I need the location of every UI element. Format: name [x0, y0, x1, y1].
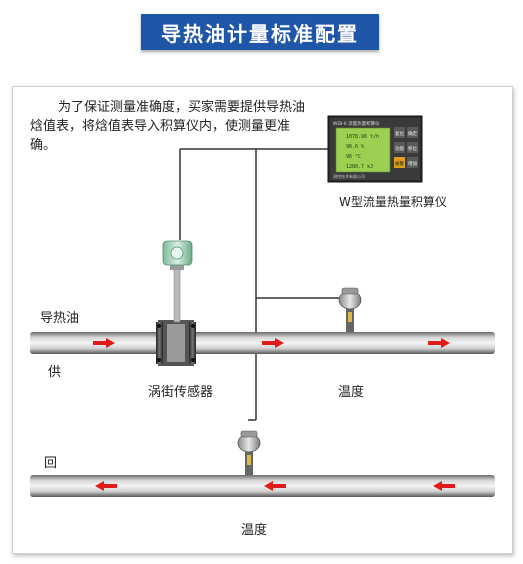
flow-arrow-right — [93, 338, 115, 348]
svg-text:增加: 增加 — [408, 160, 417, 167]
device-lcd-screen — [335, 127, 391, 173]
device-label: W型流量热量积算仪 — [339, 195, 447, 209]
supply-temperature-sensor — [338, 287, 362, 332]
device-readout-1: 1078.96 t/h — [346, 134, 379, 140]
heat-totalizer-device: WDI-6 流量热量积算仪 1078.96 t/h 96.6 % 96 °C 1… — [327, 115, 423, 183]
configuration-note: 为了保证测量准确度，买家需要提供导热油焓值表，将焓值表导入积算仪内，使测量更准确… — [30, 100, 306, 153]
flow-arrow-left — [433, 481, 455, 491]
device-key-3: 功能 — [394, 142, 405, 153]
svg-text:确定: 确定 — [408, 130, 417, 137]
flow-arrow-left — [95, 481, 117, 491]
page-title: 导热油计量标准配置 — [141, 14, 379, 50]
flow-arrow-left — [264, 481, 286, 491]
device-key-2: 确定 — [407, 127, 418, 138]
vortex-sensor-label: 涡街传感器 — [148, 385, 214, 400]
return-pipe — [30, 475, 495, 497]
device-key-5: 报警 — [394, 157, 405, 168]
flow-arrow-right — [428, 338, 450, 348]
return-flow-arrows — [95, 481, 455, 491]
device-readout-2: 96.6 % — [346, 144, 364, 150]
supply-flow-arrows — [93, 338, 450, 348]
svg-text:报警: 报警 — [395, 160, 404, 167]
svg-text:复位: 复位 — [395, 130, 404, 137]
return-label: 回 — [44, 456, 58, 471]
supply-temperature-label: 温度 — [338, 385, 365, 400]
oil-label: 导热油 — [40, 311, 80, 326]
device-header-text: WDI-6 流量热量积算仪 — [333, 120, 380, 127]
device-footer-text: 测控技术有限公司 — [333, 173, 365, 179]
vortex-flow-sensor — [156, 240, 196, 366]
return-temperature-label: 温度 — [241, 523, 268, 538]
device-readout-4: 1280.7 kJ — [346, 164, 373, 170]
svg-text:移位: 移位 — [408, 145, 417, 152]
device-key-1: 复位 — [394, 127, 405, 138]
device-key-4: 移位 — [407, 142, 418, 153]
svg-text:功能: 功能 — [395, 145, 404, 152]
signal-wires — [179, 148, 340, 421]
supply-label: 供 — [48, 365, 62, 380]
device-key-6: 增加 — [407, 157, 418, 168]
return-temperature-sensor — [237, 430, 261, 475]
device-readout-3: 96 °C — [346, 154, 361, 160]
flow-arrow-right — [262, 338, 284, 348]
